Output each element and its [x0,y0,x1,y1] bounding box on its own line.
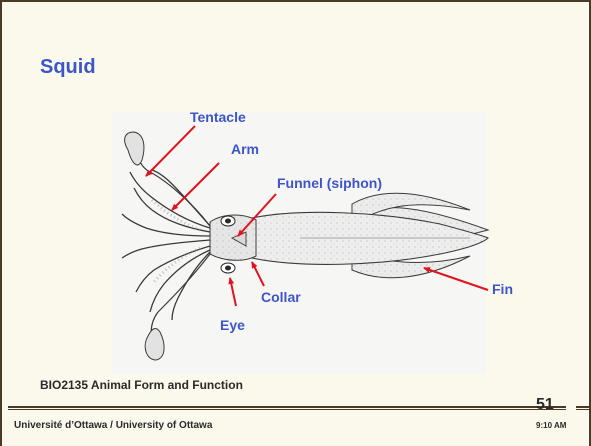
label-funnel: Funnel (siphon) [277,175,382,191]
label-eye: Eye [220,317,245,333]
course-name: BIO2135 Animal Form and Function [40,378,243,392]
footer-divider-right [576,406,589,408]
label-tentacle: Tentacle [190,109,246,125]
footer-divider-thin [8,409,566,410]
slide-time: 9:10 AM [536,421,566,430]
footer-divider [8,406,566,408]
page-number: 51 [536,396,554,414]
footer-divider-right-thin [576,409,589,410]
label-fin: Fin [492,281,513,297]
label-collar: Collar [261,289,301,305]
label-arm: Arm [231,141,259,157]
university-name: Université d’Ottawa / University of Otta… [14,420,212,431]
